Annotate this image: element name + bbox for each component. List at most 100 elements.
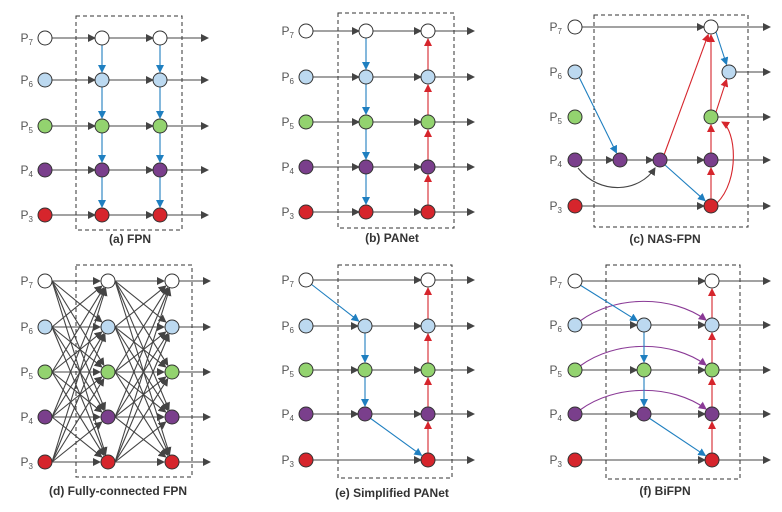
level-label-p7: P7 — [550, 20, 563, 36]
dense-edge — [51, 326, 105, 412]
dense-edge — [51, 286, 105, 373]
bottom-up-edge — [715, 78, 729, 113]
node-p7 — [100, 273, 116, 289]
level-label-p7: P7 — [21, 31, 34, 47]
dense-edge — [51, 287, 106, 418]
input-node-p6 — [37, 319, 53, 335]
skip-edge — [577, 167, 656, 189]
level-label-p4: P4 — [550, 407, 563, 423]
level-label-p6: P6 — [550, 65, 563, 81]
input-node-p5 — [298, 362, 314, 378]
node-p6 — [94, 72, 110, 88]
dense-edge — [51, 421, 103, 463]
node-p5 — [152, 118, 168, 134]
node-p5 — [420, 362, 436, 378]
level-label-p5: P5 — [21, 365, 34, 381]
input-node-p4 — [567, 152, 583, 168]
input-node-p7 — [298, 272, 314, 288]
dense-edge — [51, 326, 106, 456]
dense-edge — [114, 331, 167, 373]
input-node-p6 — [37, 72, 53, 88]
layer-box — [605, 264, 741, 480]
node-p6 — [358, 69, 374, 85]
layer-box — [75, 15, 183, 231]
level-label-p7: P7 — [282, 24, 295, 40]
node-p3 — [164, 454, 180, 470]
input-node-p7 — [567, 19, 583, 35]
node-p3 — [152, 207, 168, 223]
top-down-edge — [664, 164, 706, 202]
node-p7 — [420, 272, 436, 288]
node-p5 — [703, 109, 719, 125]
dense-edge — [114, 333, 170, 463]
dense-edge — [51, 280, 103, 323]
node-p4 — [420, 406, 436, 422]
layer-box — [75, 264, 193, 478]
input-node-p3 — [567, 452, 583, 468]
dense-edge — [51, 287, 108, 463]
node-p3 — [420, 452, 436, 468]
top-down-edge — [648, 417, 707, 457]
node-p6 — [152, 72, 168, 88]
level-label-p6: P6 — [21, 73, 34, 89]
input-node-p4 — [37, 409, 53, 425]
input-node-p3 — [567, 198, 583, 214]
level-label-p6: P6 — [282, 70, 295, 86]
dense-edge — [51, 371, 105, 457]
dense-edge — [114, 416, 167, 458]
dense-edge — [114, 332, 169, 418]
dense-edge — [114, 421, 167, 463]
node-p5 — [704, 362, 720, 378]
dense-edge — [51, 280, 105, 367]
dense-edge — [51, 333, 106, 463]
layer-box — [337, 12, 455, 229]
level-label-p5: P5 — [550, 110, 563, 126]
dense-edge — [114, 280, 170, 411]
level-label-p5: P5 — [550, 363, 563, 379]
dense-edge — [51, 416, 103, 458]
dense-edge — [114, 326, 169, 412]
node-p6 — [357, 318, 373, 334]
node-p7 — [94, 30, 110, 46]
input-node-p7 — [298, 23, 314, 39]
input-node-p5 — [37, 364, 53, 380]
node-p4 — [164, 409, 180, 425]
caption-fpn: (a) FPN — [109, 232, 151, 246]
dense-edge — [114, 287, 172, 463]
node-p4 — [703, 152, 719, 168]
dense-edge — [51, 377, 105, 463]
dense-edge — [114, 280, 167, 323]
input-node-p4 — [37, 162, 53, 178]
node-p6 — [636, 317, 652, 333]
input-node-p6 — [567, 317, 583, 333]
node-p5 — [94, 118, 110, 134]
skip-edge — [579, 300, 707, 322]
top-down-edge — [578, 76, 617, 154]
level-label-p3: P3 — [550, 453, 563, 469]
level-label-p3: P3 — [21, 455, 34, 471]
level-label-p5: P5 — [21, 119, 34, 135]
dense-edge — [51, 326, 103, 368]
node-p4 — [357, 406, 373, 422]
dense-edge — [114, 285, 167, 328]
node-p7 — [704, 273, 720, 289]
dense-edge — [51, 371, 103, 413]
node-p5 — [164, 364, 180, 380]
input-node-p7 — [567, 273, 583, 289]
node-p4 — [612, 152, 628, 168]
node-p4 — [100, 409, 116, 425]
level-label-p6: P6 — [282, 319, 295, 335]
level-label-p4: P4 — [21, 163, 34, 179]
dense-edge — [114, 371, 169, 457]
node-p3 — [358, 204, 374, 220]
node-p4 — [152, 162, 168, 178]
dense-edge — [114, 326, 170, 456]
level-label-p4: P4 — [282, 407, 295, 423]
caption-bifpn: (f) BiFPN — [639, 484, 690, 498]
node-p6 — [164, 319, 180, 335]
level-label-p5: P5 — [282, 115, 295, 131]
layer-box — [593, 14, 749, 228]
dense-edge — [114, 280, 169, 367]
